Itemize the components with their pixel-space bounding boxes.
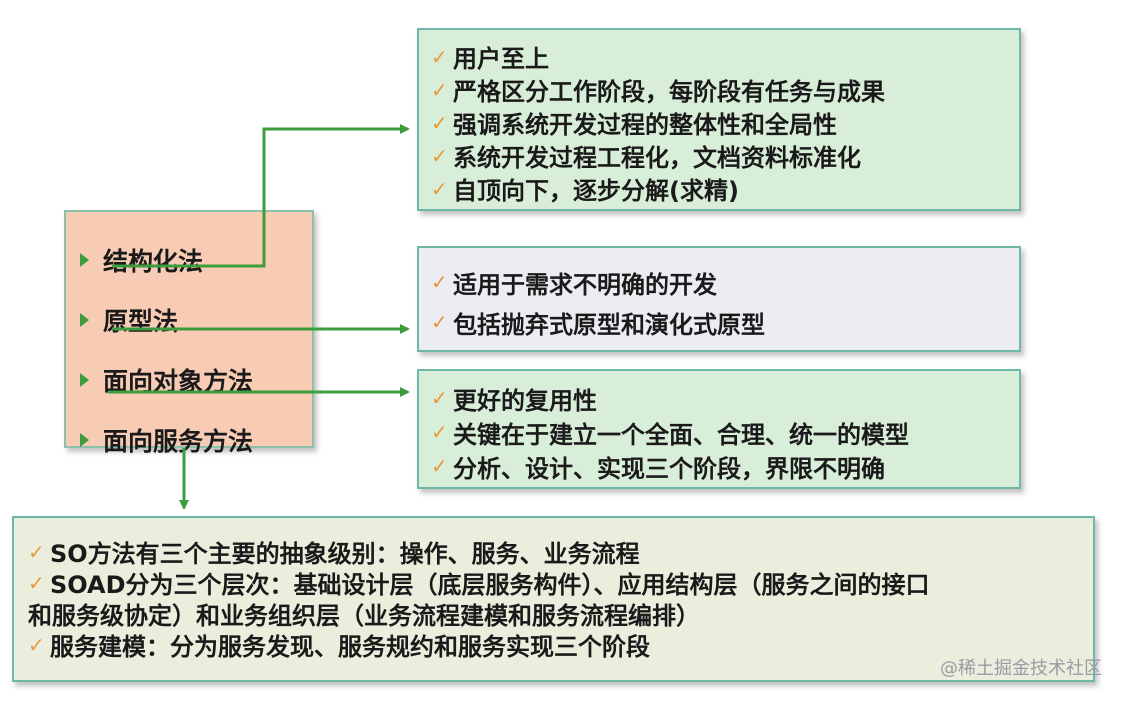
check-icon: ✓ xyxy=(431,44,448,69)
triangle-bullet-icon xyxy=(80,433,89,447)
prototype-features-box: ✓ 适用于需求不明确的开发 ✓ 包括抛弃式原型和演化式原型 xyxy=(417,246,1021,352)
list-item: ✓ SO方法有三个主要的抽象级别：操作、服务、业务流程 xyxy=(28,539,640,568)
list-item: ✓ 关键在于建立一个全面、合理、统一的模型 xyxy=(431,420,909,449)
list-item: ✓ 系统开发过程工程化，文档资料标准化 xyxy=(431,143,861,172)
triangle-bullet-icon xyxy=(80,373,89,387)
triangle-bullet-icon xyxy=(80,313,89,327)
list-item: ✓ 包括抛弃式原型和演化式原型 xyxy=(431,310,765,339)
check-icon: ✓ xyxy=(28,570,45,595)
list-item: ✓ SOAD分为三个层次：基础设计层（底层服务构件）、应用结构层（服务之间的接口 xyxy=(28,570,930,599)
list-item: ✓ 严格区分工作阶段，每阶段有任务与成果 xyxy=(431,77,885,106)
check-icon: ✓ xyxy=(28,632,45,657)
check-icon: ✓ xyxy=(28,539,45,564)
oo-features-box: ✓ 更好的复用性 ✓ 关键在于建立一个全面、合理、统一的模型 ✓ 分析、设计、实… xyxy=(417,369,1021,489)
method-label: 结构化法 xyxy=(103,247,204,276)
list-item-continuation: 和服务级协定）和业务组织层（业务流程建模和服务流程编排） xyxy=(28,602,700,630)
list-item: ✓ 更好的复用性 xyxy=(431,386,597,415)
arrow-structured xyxy=(112,124,410,268)
method-label: 原型法 xyxy=(103,307,179,336)
service-features-box: ✓ SO方法有三个主要的抽象级别：操作、服务、业务流程 ✓ SOAD分为三个层次… xyxy=(12,516,1095,682)
check-icon: ✓ xyxy=(431,386,448,410)
list-item: ✓ 用户至上 xyxy=(431,44,549,73)
list-item: ✓ 自顶向下，逐步分解(求精) xyxy=(431,176,739,205)
watermark: @稀土掘金技术社区 xyxy=(940,658,1102,679)
method-label: 面向服务方法 xyxy=(103,427,254,456)
triangle-bullet-icon xyxy=(80,253,89,267)
method-prototype: 原型法 xyxy=(80,290,312,350)
list-item: ✓ 分析、设计、实现三个阶段，界限不明确 xyxy=(431,454,885,483)
structured-features-box: ✓ 用户至上 ✓ 严格区分工作阶段，每阶段有任务与成果 ✓ 强调系统开发过程的整… xyxy=(417,28,1021,211)
check-icon: ✓ xyxy=(431,310,448,334)
check-icon: ✓ xyxy=(431,454,448,478)
method-structured: 结构化法 xyxy=(80,230,312,290)
check-icon: ✓ xyxy=(431,77,448,102)
check-icon: ✓ xyxy=(431,176,448,201)
list-item: ✓ 强调系统开发过程的整体性和全局性 xyxy=(431,110,837,139)
list-item: ✓ 服务建模：分为服务发现、服务规约和服务实现三个阶段 xyxy=(28,632,650,661)
method-service-oriented: 面向服务方法 xyxy=(80,410,312,470)
check-icon: ✓ xyxy=(431,270,448,294)
list-item: ✓ 适用于需求不明确的开发 xyxy=(431,270,717,299)
check-icon: ✓ xyxy=(431,420,448,444)
check-icon: ✓ xyxy=(431,143,448,168)
check-icon: ✓ xyxy=(431,110,448,135)
